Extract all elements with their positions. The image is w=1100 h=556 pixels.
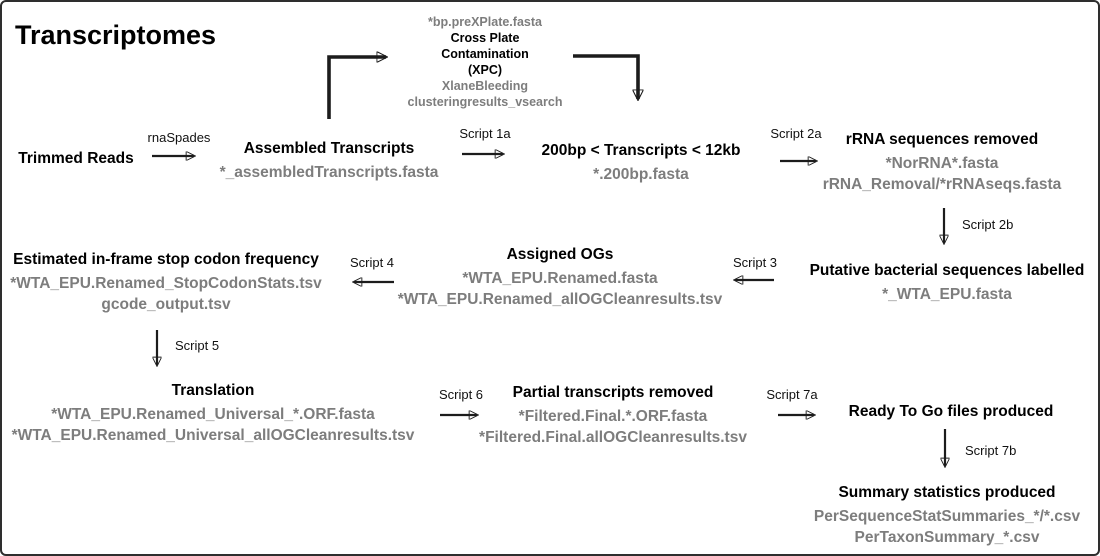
page-title: Transcriptomes bbox=[15, 20, 217, 50]
node-title: Ready To Go files produced bbox=[848, 403, 1054, 420]
output-file: *WTA_EPU.Renamed_Universal_*.ORF.fasta bbox=[51, 406, 375, 423]
arrow-label-script-5: Script 5 bbox=[175, 338, 220, 353]
node-title: 200bp < Transcripts < 12kb bbox=[541, 142, 741, 159]
node-title: Assembled Transcripts bbox=[243, 140, 415, 157]
output-file: *_assembledTranscripts.fasta bbox=[219, 164, 439, 181]
node-title: Estimated in-frame stop codon frequency bbox=[13, 251, 319, 268]
node-stop-codon-frequency: Estimated in-frame stop codon frequency … bbox=[6, 249, 326, 315]
node-ready-to-go: Ready To Go files produced bbox=[831, 401, 1071, 423]
output-file: *Filtered.Final.allOGCleanresults.tsv bbox=[479, 429, 747, 446]
output-file: *_WTA_EPU.fasta bbox=[882, 286, 1012, 303]
output-file: *WTA_EPU.Renamed_allOGCleanresults.tsv bbox=[397, 291, 723, 308]
node-title: Summary statistics produced bbox=[838, 484, 1056, 501]
node-putative-bacterial: Putative bacterial sequences labelled *_… bbox=[797, 260, 1097, 305]
node-title: Putative bacterial sequences labelled bbox=[809, 262, 1085, 279]
node-translation: Translation *WTA_EPU.Renamed_Universal_*… bbox=[8, 380, 418, 446]
arrow-label-script-4: Script 4 bbox=[349, 255, 395, 270]
input-file: *bp.preXPlate.fasta bbox=[428, 15, 542, 29]
node-title: rRNA sequences removed bbox=[845, 131, 1039, 148]
output-file: clusteringresults_vsearch bbox=[407, 95, 563, 109]
arrow-label-script-6: Script 6 bbox=[438, 387, 484, 402]
arrow-label-script-2b: Script 2b bbox=[962, 217, 1014, 232]
arrow-label-script-7b: Script 7b bbox=[965, 443, 1017, 458]
arrow-label-script-3: Script 3 bbox=[732, 255, 778, 270]
arrow-label-script-7a: Script 7a bbox=[766, 387, 818, 402]
node-cross-plate-contamination: *bp.preXPlate.fasta Cross Plate Contamin… bbox=[375, 14, 595, 110]
arrow-label-script-1a: Script 1a bbox=[459, 126, 511, 141]
output-file: rRNA_Removal/*rRNAseqs.fasta bbox=[822, 176, 1062, 193]
output-file: *NorRNA*.fasta bbox=[885, 155, 999, 172]
node-rrna-removed: rRNA sequences removed *NorRNA*.fasta rR… bbox=[797, 129, 1087, 195]
arrow-label-script-2a: Script 2a bbox=[770, 126, 822, 141]
output-file: *WTA_EPU.Renamed_StopCodonStats.tsv bbox=[10, 275, 322, 292]
node-title: Cross Plate Contamination (XPC) bbox=[441, 31, 529, 77]
node-title: Trimmed Reads bbox=[18, 150, 134, 167]
node-trimmed-reads: Trimmed Reads bbox=[10, 148, 142, 170]
node-summary-statistics: Summary statistics produced PerSequenceS… bbox=[807, 482, 1087, 548]
node-size-filtered: 200bp < Transcripts < 12kb *.200bp.fasta bbox=[526, 140, 756, 185]
node-title: Partial transcripts removed bbox=[512, 384, 714, 401]
output-file: *WTA_EPU.Renamed.fasta bbox=[462, 270, 658, 287]
output-file: *.200bp.fasta bbox=[593, 166, 689, 183]
node-assigned-ogs: Assigned OGs *WTA_EPU.Renamed.fasta *WTA… bbox=[395, 244, 725, 310]
node-title: Translation bbox=[171, 382, 255, 399]
output-file: PerSequenceStatSummaries_*/*.csv bbox=[813, 508, 1081, 525]
output-file: *Filtered.Final.*.ORF.fasta bbox=[518, 408, 708, 425]
node-partial-removed: Partial transcripts removed *Filtered.Fi… bbox=[477, 382, 749, 448]
node-title: Assigned OGs bbox=[506, 246, 614, 263]
arrow-label-rnaspades: rnaSpades bbox=[147, 130, 211, 145]
output-file: *WTA_EPU.Renamed_Universal_allOGCleanres… bbox=[11, 427, 415, 444]
output-file: XlaneBleeding bbox=[441, 79, 529, 93]
output-file: gcode_output.tsv bbox=[101, 296, 231, 313]
output-file: PerTaxonSummary_*.csv bbox=[854, 529, 1040, 546]
node-assembled-transcripts: Assembled Transcripts *_assembledTranscr… bbox=[209, 138, 449, 183]
